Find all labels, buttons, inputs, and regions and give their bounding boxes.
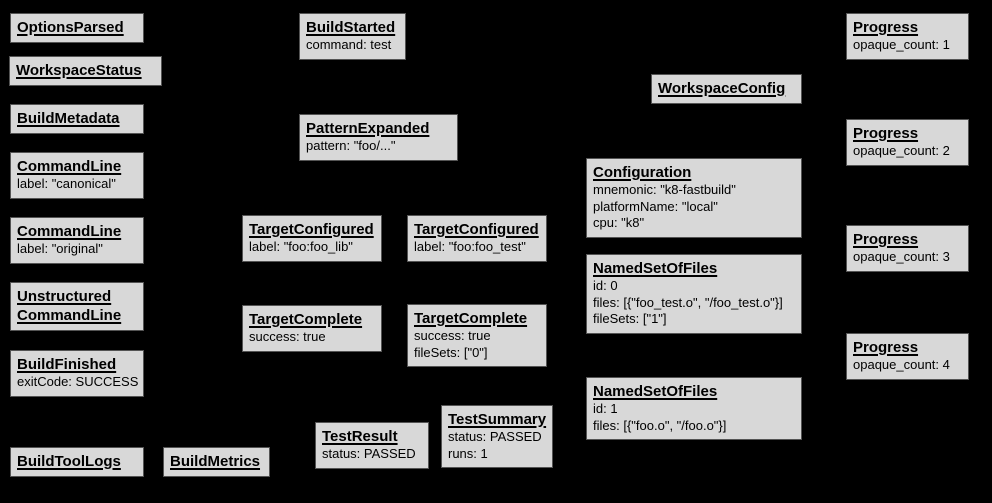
event-title: CommandLine <box>17 223 122 240</box>
event-box-pattern-expanded: PatternExpanded pattern: "foo/..." <box>299 114 458 161</box>
event-box-configuration: Configuration mnemonic: "k8-fastbuild" p… <box>586 158 802 238</box>
event-title: BuildStarted <box>306 19 396 36</box>
event-title: TestSummary <box>448 411 547 428</box>
event-field: label: "original" <box>17 241 103 256</box>
event-box-named-set-of-files-0: NamedSetOfFiles id: 0 files: [{"foo_test… <box>586 254 802 334</box>
event-field: opaque_count: 2 <box>853 143 950 158</box>
event-field: fileSets: ["1"] <box>593 311 667 326</box>
event-field: label: "foo:foo_test" <box>414 239 526 254</box>
event-field: opaque_count: 4 <box>853 357 950 372</box>
event-field: cpu: "k8" <box>593 215 645 230</box>
event-box-command-line-canonical: CommandLine label: "canonical" <box>10 152 144 199</box>
event-title: WorkspaceConfig <box>658 80 786 97</box>
event-box-target-configured-foo-test: TargetConfigured label: "foo:foo_test" <box>407 215 547 262</box>
event-box-options-parsed: OptionsParsed <box>10 13 144 43</box>
event-box-build-finished: BuildFinished exitCode: SUCCESS <box>10 350 144 397</box>
event-field: opaque_count: 1 <box>853 37 950 52</box>
event-box-target-configured-foo-lib: TargetConfigured label: "foo:foo_lib" <box>242 215 382 262</box>
event-box-command-line-original: CommandLine label: "original" <box>10 217 144 264</box>
event-box-progress-1: Progress opaque_count: 1 <box>846 13 969 60</box>
event-title: Configuration <box>593 164 692 181</box>
event-title: BuildToolLogs <box>17 453 121 470</box>
event-field: mnemonic: "k8-fastbuild" <box>593 182 736 197</box>
event-title: Progress <box>853 19 919 36</box>
event-field: success: true <box>249 329 326 344</box>
event-box-unstructured-command-line: Unstructured CommandLine <box>10 282 144 331</box>
event-box-test-summary: TestSummary status: PASSED runs: 1 <box>441 405 553 468</box>
event-title: NamedSetOfFiles <box>593 260 718 277</box>
event-title: BuildFinished <box>17 356 117 373</box>
event-field: runs: 1 <box>448 445 488 461</box>
event-title: TestResult <box>322 428 398 445</box>
event-box-build-metrics: BuildMetrics <box>163 447 270 477</box>
event-box-progress-4: Progress opaque_count: 4 <box>846 333 969 380</box>
event-field: platformName: "local" <box>593 198 718 214</box>
event-title: BuildMetadata <box>17 110 120 127</box>
event-title: PatternExpanded <box>306 120 430 137</box>
event-title: TargetConfigured <box>249 221 374 238</box>
event-title: CommandLine <box>17 158 122 175</box>
event-box-progress-3: Progress opaque_count: 3 <box>846 225 969 272</box>
event-field: command: test <box>306 37 392 52</box>
event-box-build-tool-logs: BuildToolLogs <box>10 447 144 477</box>
event-box-named-set-of-files-1: NamedSetOfFiles id: 1 files: [{"foo.o", … <box>586 377 802 440</box>
event-title: Unstructured CommandLine <box>17 288 122 324</box>
event-title: Progress <box>853 231 919 248</box>
event-field: files: [{"foo_test.o", "/foo_test.o"}] <box>593 294 783 310</box>
event-field: id: 1 <box>593 401 618 416</box>
event-box-target-complete-foo-lib: TargetComplete success: true <box>242 305 382 352</box>
event-field: label: "foo:foo_lib" <box>249 239 353 254</box>
event-title: TargetConfigured <box>414 221 539 238</box>
event-field: fileSets: ["0"] <box>414 344 488 360</box>
event-field: exitCode: SUCCESS <box>17 374 139 389</box>
event-field: label: "canonical" <box>17 176 116 191</box>
event-box-test-result: TestResult status: PASSED <box>315 422 429 469</box>
event-title: NamedSetOfFiles <box>593 383 718 400</box>
event-title: Progress <box>853 125 919 142</box>
event-title: OptionsParsed <box>17 19 124 36</box>
event-title: Progress <box>853 339 919 356</box>
event-field: status: PASSED <box>322 446 416 461</box>
event-box-progress-2: Progress opaque_count: 2 <box>846 119 969 166</box>
event-title: TargetComplete <box>414 310 528 327</box>
event-box-target-complete-foo-test: TargetComplete success: true fileSets: [… <box>407 304 547 367</box>
event-box-build-metadata: BuildMetadata <box>10 104 144 134</box>
event-box-build-started: BuildStarted command: test <box>299 13 406 60</box>
event-field: status: PASSED <box>448 429 542 444</box>
event-box-workspace-config: WorkspaceConfig <box>651 74 802 104</box>
event-field: id: 0 <box>593 278 618 293</box>
event-field: success: true <box>414 328 491 343</box>
event-field: files: [{"foo.o", "/foo.o"}] <box>593 417 727 433</box>
event-box-workspace-status: WorkspaceStatus <box>9 56 162 86</box>
event-field: opaque_count: 3 <box>853 249 950 264</box>
event-title: TargetComplete <box>249 311 363 328</box>
event-field: pattern: "foo/..." <box>306 138 396 153</box>
event-title: BuildMetrics <box>170 453 261 470</box>
event-title: WorkspaceStatus <box>16 62 142 79</box>
